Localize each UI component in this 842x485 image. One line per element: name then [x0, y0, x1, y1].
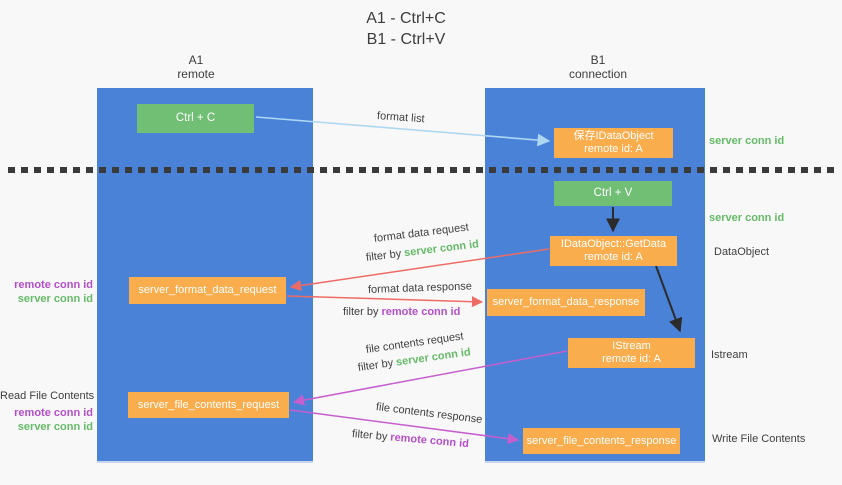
server-conn-id-label: server conn id: [17, 293, 93, 305]
label-format-conn-ids: remote conn id server conn id: [0, 278, 93, 306]
node-server-format-data-request: server_format_data_request: [129, 277, 286, 304]
remote-conn-id-text: remote conn id: [381, 306, 461, 318]
column-b1-id: B1: [590, 53, 606, 67]
label-server-conn-id-mid: server conn id: [709, 212, 785, 224]
column-header-a1-remote: A1 remote: [136, 53, 256, 81]
diagram-title: A1 - Ctrl+C B1 - Ctrl+V: [306, 8, 506, 50]
filter-by-text: filter by: [365, 247, 402, 264]
node-save-idataobject-remote-id: remote id: A: [584, 143, 643, 155]
dotted-separator: [8, 167, 838, 173]
remote-conn-id-label: remote conn id: [14, 279, 93, 291]
node-getdata-title: IDataObject::GetData: [560, 238, 667, 250]
node-istream-remote-id: remote id: A: [602, 353, 661, 365]
annotation-format-list: format list: [376, 110, 425, 126]
node-istream-title: IStream: [612, 340, 651, 352]
title-line-ctrl-c: A1 - Ctrl+C: [366, 10, 446, 27]
node-ctrl-c-label: Ctrl + C: [175, 112, 216, 124]
label-server-conn-id-top: server conn id: [709, 135, 785, 147]
column-a1-name: remote: [177, 67, 215, 81]
remote-conn-id-label: remote conn id: [14, 407, 93, 419]
column-header-b1-connection: B1 connection: [538, 53, 658, 81]
node-ctrl-v-label: Ctrl + V: [593, 187, 633, 199]
label-dataobject: DataObject: [714, 246, 770, 258]
arrow-format-data-response: [286, 295, 484, 308]
node-server-file-contents-request-label: server_file_contents_request: [137, 398, 280, 411]
node-getdata-remote-id: remote id: A: [584, 251, 643, 263]
annotation-format-data-response: format data response: [367, 280, 473, 296]
filter-by-text: filter by: [343, 306, 379, 318]
label-write-file-contents: Write File Contents: [712, 433, 806, 445]
node-save-idataobject-title: 保存IDataObject: [573, 130, 654, 142]
node-server-file-contents-response-label: server_file_contents_response: [526, 434, 677, 447]
server-conn-id-label: server conn id: [17, 421, 93, 433]
node-server-file-contents-response: server_file_contents_response: [523, 428, 680, 454]
annotation-file-contents-response: file contents response: [375, 401, 483, 426]
node-istream: IStream remote id: A: [568, 338, 695, 368]
node-server-format-data-response: server_format_data_response: [487, 289, 645, 316]
label-file-conn-ids: remote conn id server conn id: [0, 406, 93, 434]
node-server-file-contents-request: server_file_contents_request: [128, 392, 289, 418]
node-idataobject-getdata: IDataObject::GetData remote id: A: [550, 236, 677, 266]
node-ctrl-c: Ctrl + C: [137, 104, 254, 133]
filter-by-text: filter by: [357, 357, 394, 374]
label-istream: Istream: [711, 349, 748, 361]
node-server-format-data-request-label: server_format_data_request: [138, 284, 277, 296]
label-read-file-contents: Read File Contents: [0, 390, 95, 402]
node-server-format-data-response-label: server_format_data_response: [492, 296, 640, 308]
filter-by-text: filter by: [351, 428, 388, 444]
column-b1-name: connection: [568, 67, 628, 81]
node-save-idataobject: 保存IDataObject remote id: A: [554, 128, 673, 158]
title-line-ctrl-v: B1 - Ctrl+V: [366, 31, 446, 48]
node-ctrl-v: Ctrl + V: [554, 181, 672, 206]
remote-conn-id-text: remote conn id: [389, 431, 470, 451]
server-conn-id-text: server conn id: [403, 238, 480, 260]
column-a1-id: A1: [188, 53, 204, 67]
